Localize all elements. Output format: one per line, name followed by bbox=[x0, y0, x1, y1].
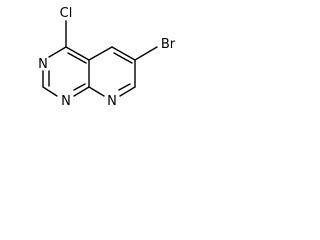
bond-c5-c6 bbox=[111, 46, 136, 61]
bond-c2-n1 bbox=[42, 86, 58, 97]
atom-label-bromine: Br bbox=[161, 37, 176, 52]
atom-label-chlorine: Cl bbox=[60, 6, 73, 21]
bond-c6-br bbox=[134, 46, 158, 61]
atom-label-nitrogen-8: N bbox=[107, 94, 117, 109]
atom-label-nitrogen-1: N bbox=[61, 94, 71, 109]
atom-label-nitrogen-3: N bbox=[38, 57, 48, 72]
bond-c7-n8 bbox=[119, 86, 136, 97]
molecule-diagram: Cl Br N N N bbox=[38, 6, 176, 109]
bond-lines bbox=[42, 20, 158, 97]
bond-c4a-c5 bbox=[88, 46, 113, 61]
bond-c5-c6-inner bbox=[113, 52, 133, 64]
bond-c4-c4a-inner bbox=[67, 52, 87, 64]
bond-c4-n3 bbox=[48, 46, 67, 58]
bond-n1-c8a bbox=[73, 86, 90, 97]
bond-c7-n8-inner bbox=[118, 83, 131, 91]
bond-n8-c8a bbox=[88, 86, 105, 97]
structure-canvas: Cl Br N N N bbox=[0, 0, 193, 136]
bond-c4-c4a bbox=[65, 46, 90, 61]
bond-n1-c8a-inner bbox=[73, 83, 86, 91]
